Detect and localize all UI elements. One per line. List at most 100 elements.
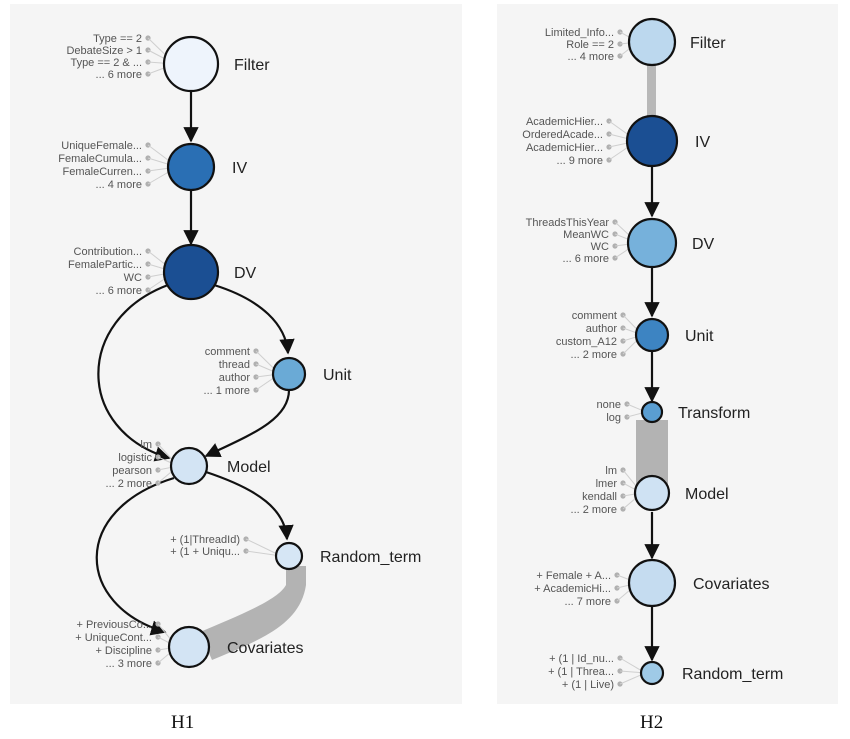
h1-model-circle[interactable] [169,446,209,486]
h2-transform-option[interactable]: none [597,399,621,411]
h2-node-filter[interactable]: Limited_Info...Role == 2... 4 more Filter [545,17,726,67]
h1-model-option[interactable]: logistic [118,452,152,464]
h2-iv-option[interactable]: AcademicHier... [526,116,603,128]
h2-node-covariates[interactable]: + Female + A...+ AcademicHi...... 7 more… [534,558,769,608]
h2-random_term-option[interactable]: + (1 | Threa... [548,666,614,678]
h2-filter-option[interactable]: Limited_Info... [545,27,614,39]
h1-iv-option[interactable]: ... 4 more [96,179,142,191]
h1-filter-option[interactable]: Type == 2 & ... [70,57,142,69]
h1-covariates-option[interactable]: + PreviousCo... [76,619,152,631]
h1-unit-label: Unit [323,367,352,384]
h1-edge-dv-unit [213,283,295,355]
h1-model-option[interactable]: lm [140,439,152,451]
h2-model-option[interactable]: ... 2 more [571,504,617,516]
h2-filter-option[interactable]: Role == 2 [566,39,614,51]
h2-covariates-option[interactable]: + AcademicHi... [534,583,611,595]
h1-model-option[interactable]: pearson [112,465,152,477]
h1-filter-circle[interactable] [162,35,220,93]
h2-nodes: Limited_Info...Role == 2... 4 more Filter… [522,17,783,691]
h1-covariates-option[interactable]: + UniqueCont... [75,632,152,644]
h2-model-circle[interactable] [633,474,671,512]
h1-unit-option[interactable]: author [219,372,251,384]
h1-model-option[interactable]: ... 2 more [106,478,152,490]
h2-filter-option[interactable]: ... 4 more [568,51,614,63]
h2-node-random_term[interactable]: + (1 | Id_nu...+ (1 | Threa...+ (1 | Liv… [548,653,783,691]
h2-iv-option[interactable]: OrderedAcade... [522,129,603,141]
h1-dv-option[interactable]: ... 6 more [96,285,142,297]
h1-random_term-circle[interactable] [274,541,304,571]
h1-unit-circle[interactable] [271,356,307,392]
h1-random_term-option[interactable]: + (1 + Uniqu... [170,546,240,558]
h2-transform-option[interactable]: log [606,412,621,424]
h2-iv-option[interactable]: AcademicHier... [526,142,603,154]
h1-iv-option[interactable]: UniqueFemale... [61,140,142,152]
h2-random_term-option[interactable]: + (1 | Live) [562,679,614,691]
h1-dv-option[interactable]: FemalePartic... [68,259,142,271]
h1-covariates-circle[interactable] [167,625,211,669]
h2-transform-circle[interactable] [640,400,664,424]
h2-unit-option[interactable]: custom_A12 [556,336,617,348]
h1-filter-option[interactable]: Type == 2 [93,33,142,45]
h1-iv-label: IV [232,160,247,177]
h1-random_term-option[interactable]: + (1|ThreadId) [170,534,240,546]
h2-transform-label: Transform [678,405,750,422]
h1-covariates-option[interactable]: ... 3 more [106,658,152,670]
h2-covariates-option[interactable]: + Female + A... [536,570,611,582]
h2-model-option[interactable]: kendall [582,491,617,503]
h1-node-random_term[interactable]: + (1|ThreadId)+ (1 + Uniqu... Random_term [170,534,421,571]
h1-covariates-option[interactable]: + Discipline [95,645,152,657]
h2-unit-option[interactable]: comment [572,310,617,322]
h2-dv-circle[interactable] [626,217,678,269]
h2-random_term-circle[interactable] [639,660,665,686]
h2-dv-option[interactable]: ... 6 more [563,253,609,265]
h2-model-option[interactable]: lmer [596,478,618,490]
h1-node-covariates[interactable]: + PreviousCo...+ UniqueCont...+ Discipli… [75,619,303,670]
h2-filter-label: Filter [690,35,726,52]
h2-dv-option[interactable]: ThreadsThisYear [526,217,610,229]
h1-dv-circle[interactable] [162,243,220,301]
h1-dv-option[interactable]: WC [124,272,142,284]
h2-dv-option[interactable]: WC [591,241,609,253]
h2-covariates-option[interactable]: ... 7 more [565,596,611,608]
h1-filter-option[interactable]: DebateSize > 1 [66,45,142,57]
panel-h1 [10,4,462,704]
h1-edge-dv-model [97,283,171,462]
h2-unit-option[interactable]: ... 2 more [571,349,617,361]
h1-edge-unit-model [204,389,291,457]
h1-iv-option[interactable]: FemaleCurren... [63,166,142,178]
h1-filter-option[interactable]: ... 6 more [96,69,142,81]
h2-node-iv[interactable]: AcademicHier...OrderedAcade...AcademicHi… [522,114,710,168]
h1-random_term-label: Random_term [320,549,421,566]
h1-node-iv[interactable]: UniqueFemale...FemaleCumula...FemaleCurr… [58,140,247,192]
h1-iv-circle[interactable] [166,142,216,192]
h2-iv-option[interactable]: ... 9 more [557,155,603,167]
h1-model-label: Model [227,459,271,476]
h1-unit-option[interactable]: comment [205,346,250,358]
h2-random_term-label: Random_term [682,666,783,683]
h2-random_term-option[interactable]: + (1 | Id_nu... [549,653,614,665]
h1-iv-option[interactable]: FemaleCumula... [58,153,142,165]
h2-iv-circle[interactable] [625,114,679,168]
h1-node-dv[interactable]: Contribution...FemalePartic...WC... 6 mo… [68,243,257,301]
h2-unit-circle[interactable] [634,317,670,353]
h1-dv-label: DV [234,265,257,282]
h1-unit-option[interactable]: ... 1 more [204,385,250,397]
h1-unit-option[interactable]: thread [219,359,250,371]
h2-model-option[interactable]: lm [605,465,617,477]
h2-filter-circle[interactable] [627,17,677,67]
h2-band-transform-model [636,420,668,485]
h2-unit-option[interactable]: author [586,323,618,335]
h1-edge-model-covariates [95,476,175,636]
caption-h1: H1 [171,712,195,733]
h1-dv-option[interactable]: Contribution... [74,246,142,258]
h2-dv-option[interactable]: MeanWC [563,229,609,241]
h2-covariates-circle[interactable] [627,558,677,608]
